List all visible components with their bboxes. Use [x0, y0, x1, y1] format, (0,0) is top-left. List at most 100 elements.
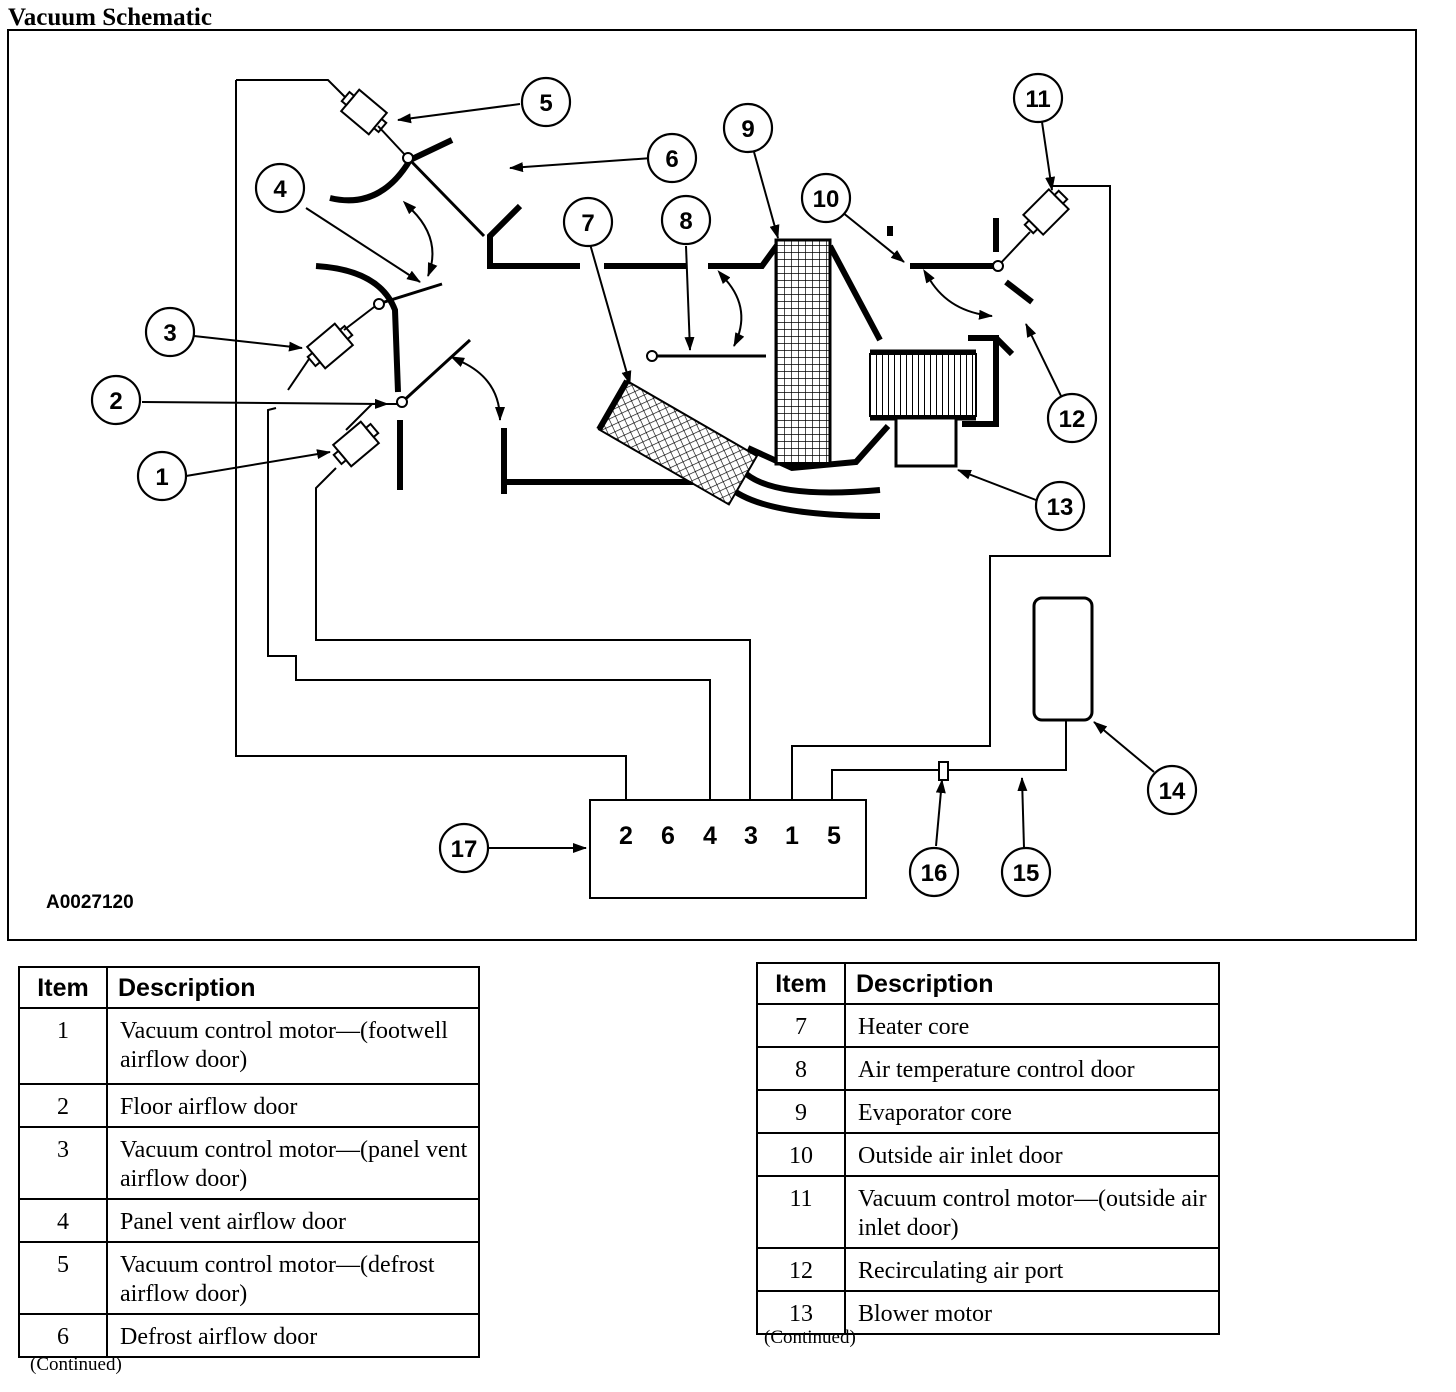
callout-5: 5: [520, 76, 572, 128]
table-row: 2 Floor airflow door: [18, 1083, 480, 1128]
item-number: 3: [18, 1126, 108, 1200]
callout-9: 9: [722, 102, 774, 154]
svg-text:13: 13: [1047, 494, 1074, 521]
item-number: 11: [756, 1175, 846, 1249]
table-row: 3 Vacuum control motor—(panel vent airfl…: [18, 1126, 480, 1200]
callout-7: 7: [562, 196, 614, 248]
callout-11: 11: [1012, 72, 1064, 124]
leader-arrows: [141, 103, 1155, 853]
vacuum-motor-5: [339, 88, 389, 136]
callout-4: 4: [254, 162, 306, 214]
item-description: Evaporator core: [844, 1089, 1220, 1134]
item-description: Outside air inlet door: [844, 1132, 1220, 1177]
col-header-item: Item: [18, 966, 108, 1009]
page-title: Vacuum Schematic: [8, 4, 212, 31]
table-header-row: Item Description: [756, 962, 1220, 1005]
item-description: Defrost airflow door: [106, 1313, 480, 1358]
svg-text:17: 17: [451, 836, 478, 863]
control-selector: [589, 799, 867, 899]
vacuum-schematic-diagram: 2 6 4 3 1 5 1 2 3 4 5 6 7 8 9 10 11 12 1…: [7, 29, 1417, 941]
callout-13: 13: [1034, 480, 1086, 532]
item-description: Vacuum control motor—(footwell airflow d…: [106, 1007, 480, 1085]
continued-note: (Continued): [764, 1327, 856, 1348]
table-row: 6 Defrost airflow door: [18, 1313, 480, 1358]
col-header-description: Description: [106, 966, 480, 1009]
item-description: Vacuum control motor—(outside air inlet …: [844, 1175, 1220, 1249]
item-number: 2: [18, 1083, 108, 1128]
port-label: 1: [785, 822, 799, 850]
svg-text:2: 2: [109, 388, 122, 415]
table-row: 5 Vacuum control motor—(defrost airflow …: [18, 1241, 480, 1315]
item-number: 13: [756, 1290, 846, 1335]
item-description: Heater core: [844, 1003, 1220, 1048]
svg-text:12: 12: [1059, 406, 1086, 433]
item-number: 4: [18, 1198, 108, 1243]
callout-10: 10: [800, 172, 852, 224]
item-number: 1: [18, 1007, 108, 1085]
svg-text:4: 4: [273, 176, 287, 203]
vacuum-reservoir: [1032, 596, 1094, 722]
swing-arrows: [402, 200, 993, 421]
table-row: 12 Recirculating air port: [756, 1247, 1220, 1292]
callout-1: 1: [136, 450, 188, 502]
vacuum-motor-11: [1021, 187, 1071, 237]
item-description: Panel vent airflow door: [106, 1198, 480, 1243]
table-row: 8 Air temperature control door: [756, 1046, 1220, 1091]
diagram-frame: [7, 29, 1417, 941]
item-description: Vacuum control motor—(defrost airflow do…: [106, 1241, 480, 1315]
table-row: 4 Panel vent airflow door: [18, 1198, 480, 1243]
table-row: 1 Vacuum control motor—(footwell airflow…: [18, 1007, 480, 1085]
item-number: 8: [756, 1046, 846, 1091]
svg-text:6: 6: [665, 146, 678, 173]
blower-motor: [894, 416, 958, 468]
evaporator-core: [774, 238, 832, 466]
svg-text:5: 5: [539, 90, 552, 117]
callout-8: 8: [660, 194, 712, 246]
item-number: 9: [756, 1089, 846, 1134]
port-label: 2: [619, 822, 633, 850]
svg-text:8: 8: [679, 208, 692, 235]
door-2: [398, 338, 472, 406]
vacuum-hoses: [235, 79, 1111, 800]
svg-text:15: 15: [1013, 860, 1040, 887]
port-label: 4: [703, 822, 717, 850]
door-6: [404, 154, 486, 238]
item-number: 6: [18, 1313, 108, 1358]
callout-6: 6: [646, 132, 698, 184]
callout-17: 17: [438, 822, 490, 874]
continued-note: (Continued): [30, 1354, 122, 1375]
svg-text:16: 16: [921, 860, 948, 887]
item-description: Vacuum control motor—(panel vent airflow…: [106, 1126, 480, 1200]
door-4: [377, 282, 443, 306]
item-number: 7: [756, 1003, 846, 1048]
callout-15: 15: [1000, 846, 1052, 898]
table-row: 10 Outside air inlet door: [756, 1132, 1220, 1177]
item-number: 10: [756, 1132, 846, 1177]
figure-id: A0027120: [46, 892, 134, 913]
port-label: 5: [827, 822, 841, 850]
check-valve: [938, 761, 949, 781]
callout-12: 12: [1046, 392, 1098, 444]
port-label: 3: [744, 822, 758, 850]
legend-table-left: Item Description 1 Vacuum control motor—…: [18, 966, 480, 1358]
svg-text:3: 3: [163, 320, 176, 347]
item-description: Recirculating air port: [844, 1247, 1220, 1292]
item-number: 12: [756, 1247, 846, 1292]
svg-text:11: 11: [1025, 86, 1050, 113]
svg-text:1: 1: [155, 464, 168, 491]
table-row: 9 Evaporator core: [756, 1089, 1220, 1134]
table-row: 11 Vacuum control motor—(outside air inl…: [756, 1175, 1220, 1249]
item-description: Blower motor: [844, 1290, 1220, 1335]
port-label: 6: [661, 822, 675, 850]
heater-core: [596, 379, 759, 506]
item-description: Floor airflow door: [106, 1083, 480, 1128]
callout-2: 2: [90, 374, 142, 426]
table-row: 7 Heater core: [756, 1003, 1220, 1048]
svg-text:10: 10: [813, 186, 840, 213]
callout-14: 14: [1146, 764, 1198, 816]
callout-3: 3: [144, 306, 196, 358]
col-header-item: Item: [756, 962, 846, 1005]
legend-table-right: Item Description 7 Heater core 8 Air tem…: [756, 962, 1220, 1335]
table-row: 13 Blower motor: [756, 1290, 1220, 1335]
svg-text:9: 9: [741, 116, 754, 143]
